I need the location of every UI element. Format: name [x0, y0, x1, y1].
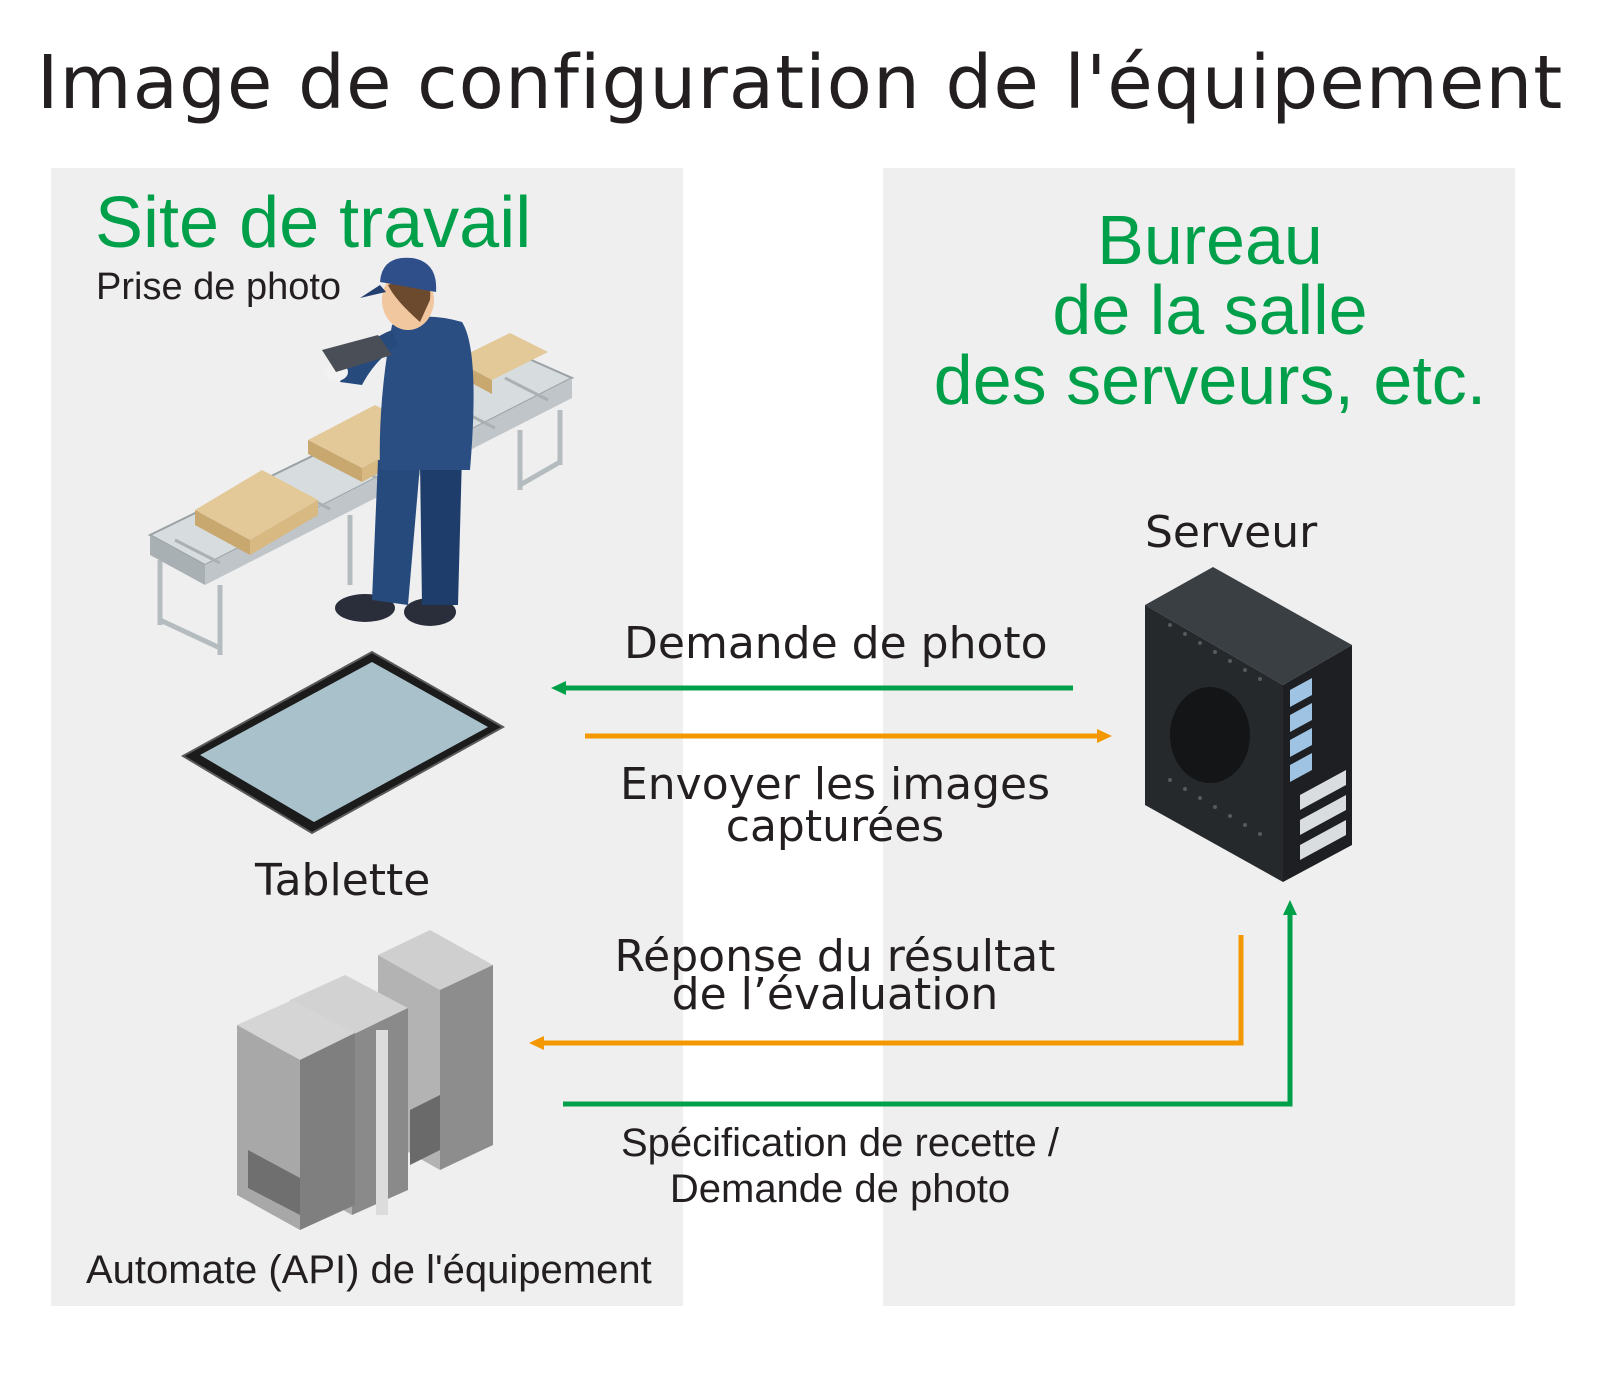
recipe-request-line-1: Spécification de recette /: [620, 1121, 1060, 1165]
server-label: Serveur: [1145, 507, 1318, 558]
recipe-request-label: Spécification de recette / Demande de ph…: [580, 1120, 1100, 1212]
server-room-heading-line-1: Bureau: [1097, 201, 1323, 279]
server-room-heading-line-3: des serveurs, etc.: [933, 341, 1487, 419]
server-room-heading-line-2: de la salle: [1052, 271, 1368, 349]
send-images-label: Envoyer les images capturées: [600, 759, 1070, 852]
plc-unit-icon: [237, 930, 493, 1230]
result-response-label: Réponse du résultat de l’évaluation: [590, 931, 1080, 1020]
page-title: Image de configuration de l'équipement: [36, 40, 1564, 126]
result-response-line-2: de l’évaluation: [671, 969, 999, 1020]
server-icon: [1145, 567, 1352, 882]
send-images-line-1: Envoyer les images: [619, 759, 1050, 810]
result-response-line-1: Réponse du résultat: [614, 931, 1056, 982]
recipe-request-line-2: Demande de photo: [669, 1167, 1011, 1211]
photo-request-label: Demande de photo: [624, 618, 1048, 669]
tablet-icon: [180, 650, 506, 835]
work-site-heading: Site de travail: [95, 183, 532, 263]
photo-taking-label: Prise de photo: [96, 266, 342, 308]
result-response-arrow: [540, 935, 1244, 1046]
plc-label: Automate (API) de l'équipement: [86, 1248, 652, 1292]
recipe-request-arrow: [563, 912, 1293, 1107]
send-images-line-2: capturées: [725, 801, 945, 852]
worker-icon: [322, 257, 474, 626]
tablet-label: Tablette: [255, 855, 431, 906]
server-room-heading: Bureau de la salle des serveurs, etc.: [900, 205, 1520, 415]
